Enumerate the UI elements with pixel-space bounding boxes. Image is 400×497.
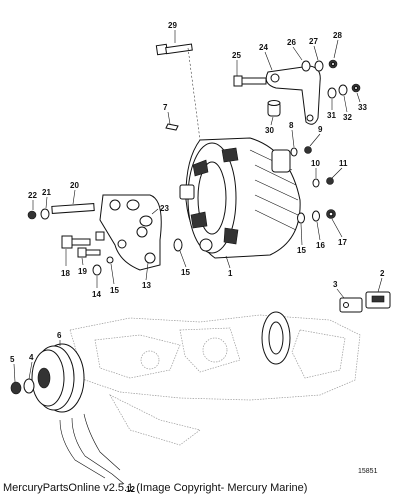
callout-11: 11: [339, 159, 348, 168]
callout-20: 20: [70, 181, 79, 190]
callout-22: 22: [28, 191, 37, 200]
mounting-bracket-13: [99, 194, 162, 271]
hardware-31-32-33: [327, 83, 361, 99]
alternator-1: [179, 137, 301, 259]
callout-15-center: 15: [181, 268, 190, 277]
spacer-30: [267, 100, 281, 117]
leader-lines: [13, 30, 383, 485]
regulator-2: [365, 291, 391, 309]
callout-6: 6: [57, 331, 62, 340]
callout-26: 26: [287, 38, 296, 47]
hardware-8-9: [290, 146, 312, 157]
callout-4: 4: [29, 353, 34, 362]
hardware-10-11: [312, 177, 334, 188]
callout-numbers: 29 25 24 26 27 28 7 30 31 32 33 8 9 10 1…: [10, 21, 385, 494]
callout-17: 17: [338, 238, 347, 247]
callout-25: 25: [232, 51, 241, 60]
bracket-3: [339, 297, 363, 313]
callout-32: 32: [343, 113, 352, 122]
pulley-6: [31, 343, 85, 413]
callout-24: 24: [259, 43, 268, 52]
figure-number: 15851: [358, 468, 378, 475]
callout-29: 29: [168, 21, 177, 30]
callout-13: 13: [142, 281, 151, 290]
callout-30: 30: [265, 126, 274, 135]
stud-20: [27, 203, 95, 220]
callout-31: 31: [327, 111, 336, 120]
callout-10: 10: [311, 159, 320, 168]
washer-15-center: [173, 238, 183, 252]
callout-18: 18: [61, 269, 70, 278]
callout-23: 23: [160, 204, 169, 213]
bolt-29: [155, 43, 193, 56]
ring-gear: [261, 311, 291, 365]
hardware-4-5: [10, 378, 35, 395]
callout-5: 5: [10, 355, 15, 364]
hardware-14-15-left: [92, 256, 114, 276]
bolt-25: [233, 75, 267, 87]
copyright-caption: MercuryPartsOnline v2.5.1 (Image Copyrig…: [3, 482, 308, 494]
callout-27: 27: [309, 37, 318, 46]
callout-8: 8: [289, 121, 294, 130]
callout-7: 7: [163, 103, 168, 112]
callout-14: 14: [92, 290, 101, 299]
spacers-23: [126, 199, 153, 227]
drive-belt-12: [59, 413, 121, 479]
pin-7: [165, 123, 179, 131]
callout-3: 3: [333, 280, 338, 289]
callout-1: 1: [228, 269, 233, 278]
hardware-26-27-28: [301, 59, 338, 72]
bolts-18-19: [61, 231, 105, 258]
callout-19: 19: [78, 267, 87, 276]
callout-12: 12: [126, 485, 135, 494]
callout-21: 21: [42, 188, 51, 197]
engine-block-outline: [69, 314, 361, 446]
callout-2: 2: [380, 269, 385, 278]
callout-16: 16: [316, 241, 325, 250]
callout-15-left: 15: [110, 286, 119, 295]
callout-9: 9: [318, 125, 323, 134]
callout-33: 33: [358, 103, 367, 112]
hardware-15-16-17-right: [297, 209, 336, 224]
callout-28: 28: [333, 31, 342, 40]
callout-15-right: 15: [297, 246, 306, 255]
